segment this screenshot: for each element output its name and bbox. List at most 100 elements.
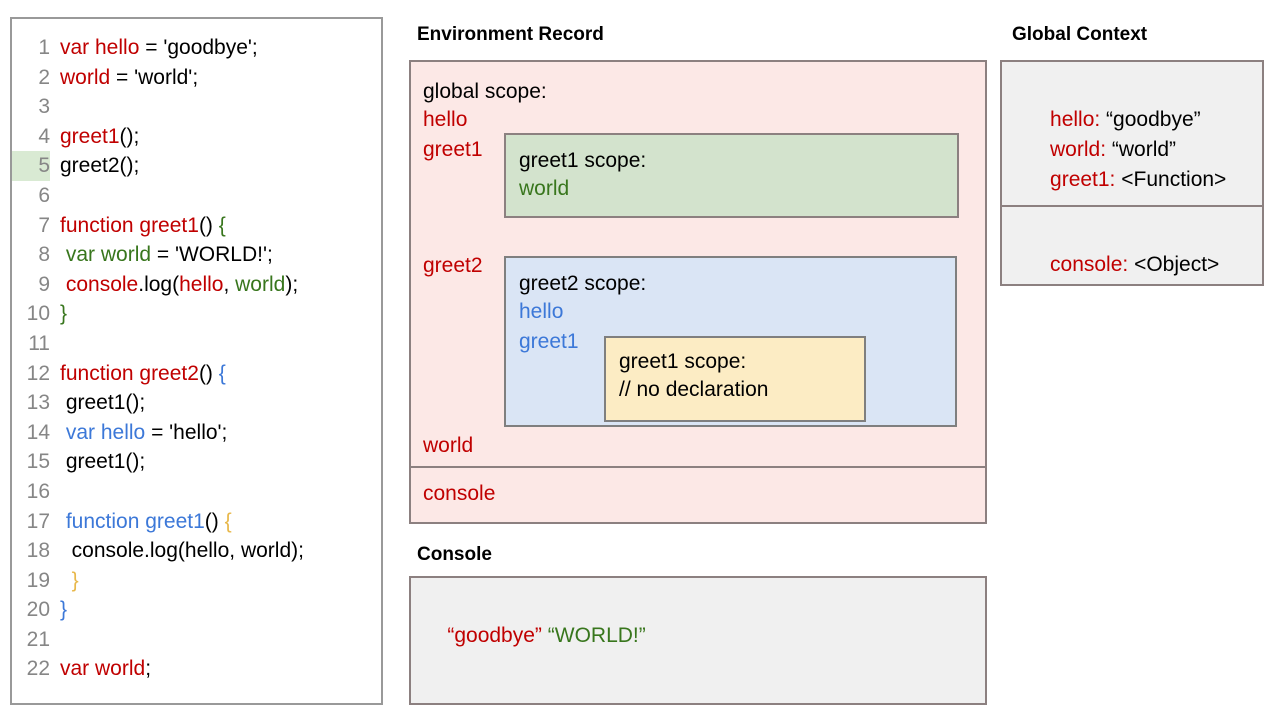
env-binding-greet1: greet1	[423, 138, 483, 161]
global-context-entry-value: <Object>	[1128, 253, 1220, 276]
code-line-text: }	[50, 566, 79, 596]
code-line-text: function greet1() {	[50, 507, 232, 537]
code-line[interactable]: 9 console.log(hello, world);	[12, 270, 381, 300]
code-line[interactable]: 6	[12, 181, 381, 211]
code-token: function greet2	[60, 361, 199, 385]
global-context-entry-key: console:	[1050, 253, 1129, 276]
env-binding-console: console	[423, 482, 496, 505]
code-token: {	[224, 509, 232, 533]
code-token: {	[218, 361, 226, 385]
global-context-entry-key: greet1:	[1050, 168, 1116, 191]
code-line[interactable]: 15 greet1();	[12, 447, 381, 477]
code-token: = 'goodbye';	[139, 36, 258, 59]
code-line[interactable]: 11	[12, 329, 381, 359]
code-line[interactable]: 21	[12, 625, 381, 655]
code-line-number: 11	[28, 331, 50, 355]
code-line-number: 1	[38, 36, 50, 59]
code-line[interactable]: 10}	[12, 299, 381, 329]
code-line-number: 17	[26, 509, 50, 533]
global-context-entry: greet1: <Function>	[1015, 138, 1226, 222]
code-line-text: greet2();	[50, 151, 139, 181]
greet1-scope-label: greet1 scope:	[519, 149, 647, 172]
code-line-number: 7	[38, 213, 50, 237]
code-line-number: 3	[38, 95, 50, 119]
code-line-text: var world = 'WORLD!';	[50, 240, 273, 270]
global-context-entry: hello: “goodbye”	[1015, 78, 1201, 162]
code-token: }	[60, 568, 79, 592]
code-line-number: 6	[38, 183, 50, 207]
global-context-entry-value: “goodbye”	[1100, 108, 1201, 131]
code-token: var world	[65, 243, 152, 267]
code-line-number: 5	[12, 151, 50, 181]
environment-record-console-section: console	[411, 468, 985, 522]
code-line-text: var hello = 'hello';	[50, 418, 228, 448]
environment-record-heading: Environment Record	[417, 24, 604, 45]
code-token: greet1();	[60, 450, 146, 474]
greet2-scope-box: greet2 scope: hello greet1 greet1 scope:…	[504, 256, 957, 427]
greet2-scope-binding-hello: hello	[519, 300, 564, 323]
greet1-inner-scope-note: // no declaration	[619, 378, 769, 401]
code-line-text: }	[50, 595, 67, 625]
code-line[interactable]: 8 var world = 'WORLD!';	[12, 240, 381, 270]
code-token: ();	[119, 124, 140, 148]
code-line-text: function greet2() {	[50, 359, 226, 389]
code-line[interactable]: 19 }	[12, 566, 381, 596]
code-line[interactable]: 18 console.log(hello, world);	[12, 536, 381, 566]
code-token: var hello	[60, 36, 140, 59]
code-token: greet1();	[60, 391, 146, 415]
code-line-number: 12	[26, 361, 50, 385]
code-token: console.log(hello, world);	[60, 539, 304, 563]
console-panel: “goodbye” “WORLD!”	[409, 576, 987, 705]
code-line[interactable]: 17 function greet1() {	[12, 507, 381, 537]
code-line-number: 20	[26, 598, 50, 622]
code-line[interactable]: 20}	[12, 595, 381, 625]
code-token: ,	[223, 272, 236, 296]
greet1-inner-scope-box: greet1 scope: // no declaration	[604, 336, 866, 422]
code-token: var hello	[65, 420, 146, 444]
global-context-entry-value: “world”	[1106, 138, 1177, 161]
code-token: var world	[60, 657, 146, 681]
code-line[interactable]: 13 greet1();	[12, 388, 381, 418]
code-line-number: 22	[26, 657, 50, 681]
greet1-inner-scope-label: greet1 scope:	[619, 350, 747, 373]
code-token: = 'WORLD!';	[151, 243, 273, 267]
code-line[interactable]: 3	[12, 92, 381, 122]
global-context-entry-key: world:	[1050, 138, 1107, 161]
code-token: = 'hello';	[145, 420, 228, 444]
env-binding-world: world	[423, 434, 474, 457]
code-line-text: console.log(hello, world);	[50, 270, 298, 300]
code-line-text: console.log(hello, world);	[50, 536, 304, 566]
code-token: }	[60, 598, 68, 622]
code-line-number: 9	[38, 272, 50, 296]
global-context-variables-section: hello: “goodbye” world: “world” greet1: …	[1002, 62, 1262, 207]
env-binding-hello: hello	[423, 108, 468, 131]
code-token: {	[218, 213, 226, 237]
code-line-text: greet1();	[50, 122, 139, 152]
global-scope-label: global scope:	[423, 80, 547, 103]
console-output-token: “WORLD!”	[547, 624, 646, 647]
code-line[interactable]: 16	[12, 477, 381, 507]
code-line-text: }	[50, 299, 67, 329]
code-line[interactable]: 22 var world;	[12, 654, 381, 684]
code-token: function greet1	[60, 213, 199, 237]
code-line-text: function greet1() {	[50, 211, 226, 241]
code-line-number: 15	[26, 450, 50, 474]
code-token: }	[60, 302, 68, 326]
env-binding-greet2: greet2	[423, 254, 483, 277]
code-token: = 'world';	[110, 65, 199, 89]
code-token: console	[65, 272, 139, 296]
code-line-number: 14	[26, 420, 50, 444]
code-token: function greet1	[65, 509, 205, 533]
global-context-object-section: console: <Object>	[1002, 207, 1262, 284]
code-token: ;	[145, 657, 152, 681]
code-line-text: world = 'world';	[50, 63, 198, 93]
global-context-entry-value: <Function>	[1115, 168, 1227, 191]
code-line[interactable]: 1 var hello = 'goodbye';	[12, 33, 381, 63]
code-line[interactable]: 14 var hello = 'hello';	[12, 418, 381, 448]
